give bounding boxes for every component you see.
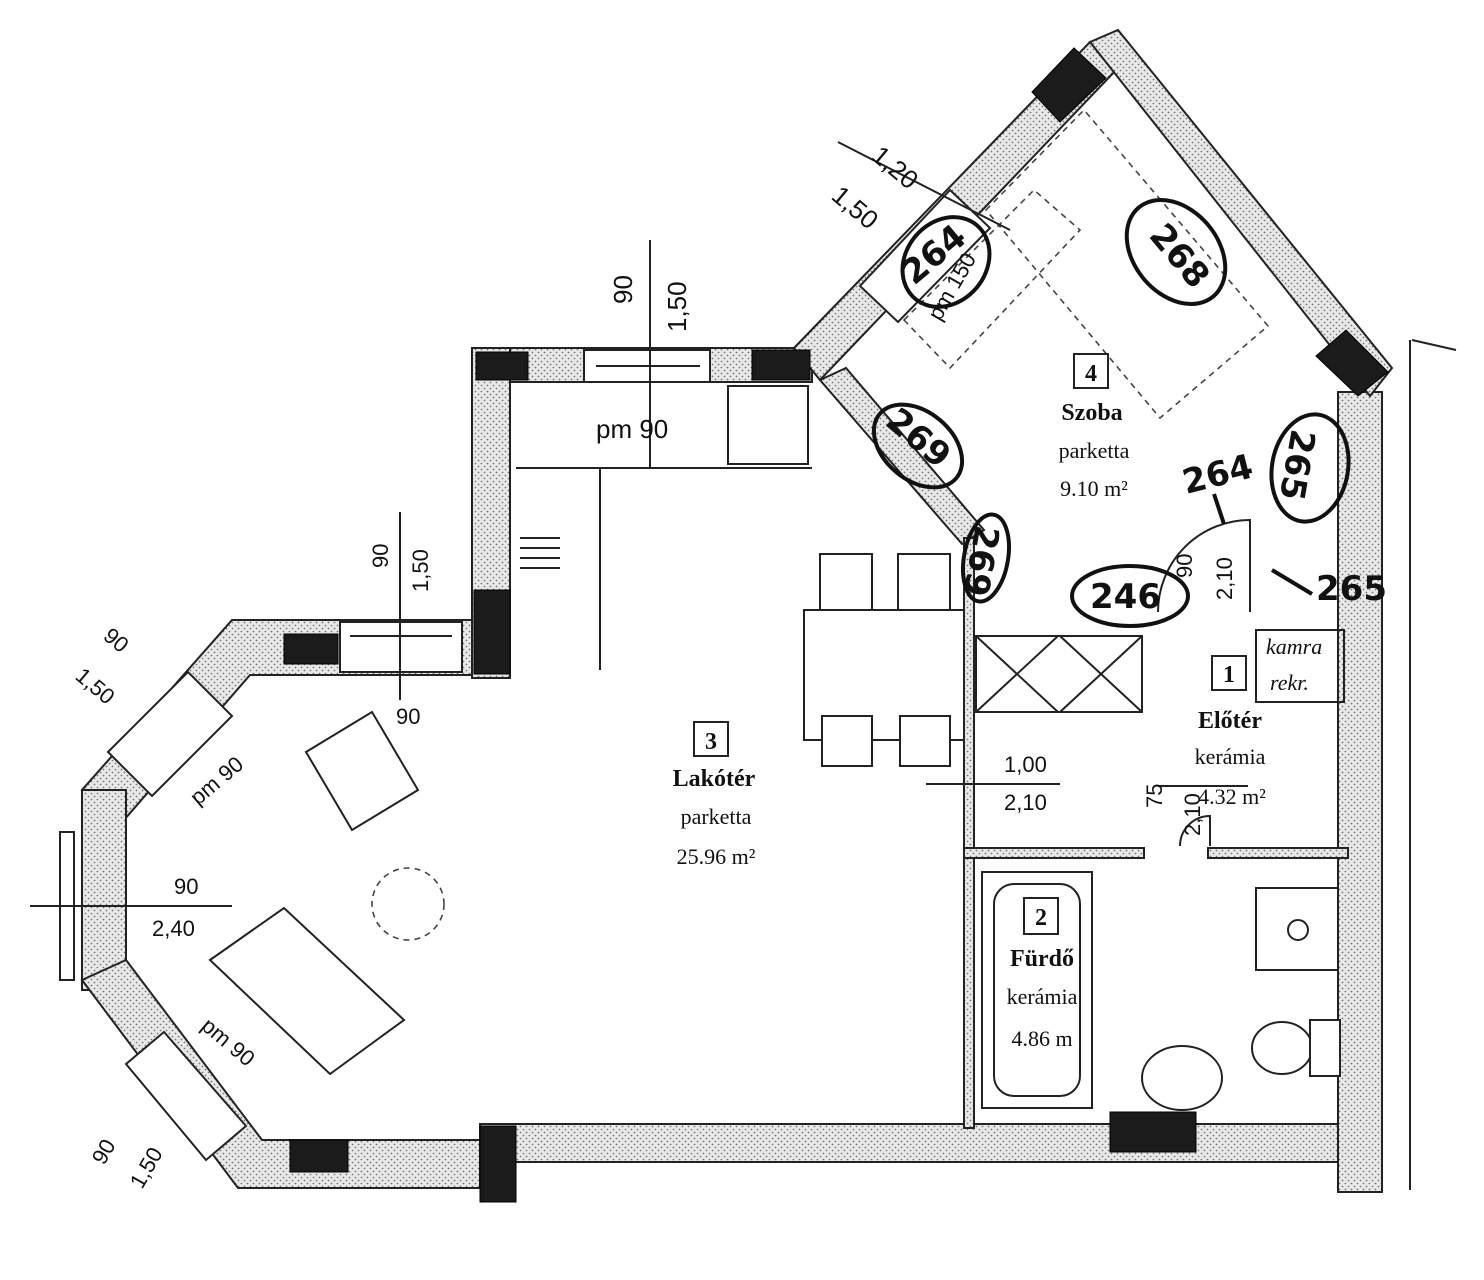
cabinet-label: kamra rekr. xyxy=(1266,634,1322,695)
dim-top-window-h: 1,50 xyxy=(662,281,692,332)
svg-text:kamra: kamra xyxy=(1266,634,1322,659)
room-name: Előtér xyxy=(1198,708,1262,734)
hand-note: 265 xyxy=(1316,569,1387,609)
dim-door-vert-w: 90 xyxy=(1172,554,1197,578)
dimension-lines xyxy=(30,141,1457,1190)
dim-diag-window-w: 1,20 xyxy=(866,140,924,196)
room-area: 4.86 m xyxy=(1011,1026,1072,1051)
dim-left-upper-h: 1,50 xyxy=(71,663,120,710)
room-area: 9.10 m² xyxy=(1060,476,1128,501)
hand-note: 246 xyxy=(1090,577,1161,617)
hand-note: 264 xyxy=(1179,447,1258,503)
dim-left-mid-h: 2,40 xyxy=(152,916,195,941)
columns xyxy=(283,47,1389,1203)
dim-door-main-w: 1,00 xyxy=(1004,752,1047,777)
dim-left-mid-w: 90 xyxy=(174,874,198,899)
dim-door-bath-h: 2,10 xyxy=(1180,793,1205,836)
room-elotér: 1 Előtér kerámia 4.32 m² xyxy=(1195,655,1266,809)
room-floor: parketta xyxy=(1059,438,1130,463)
room-number: 2 xyxy=(1035,905,1047,931)
dim-left-upper-w: 90 xyxy=(99,623,134,658)
dim-mid-window-below: 90 xyxy=(396,704,420,729)
room-area: 25.96 m² xyxy=(677,844,756,869)
room-name: Lakótér xyxy=(673,766,756,792)
dim-door-main-h: 2,10 xyxy=(1004,790,1047,815)
dim-diag-window-h: 1,50 xyxy=(826,180,884,236)
room-lakoter: 3 Lakótér parketta 25.96 m² xyxy=(673,721,756,869)
room-number: 4 xyxy=(1085,361,1097,387)
hand-note: 268 xyxy=(1141,216,1217,296)
dim-top-parapet: pm 90 xyxy=(596,414,668,444)
dim-left-lower-w: 90 xyxy=(87,1135,121,1169)
room-floor: parketta xyxy=(681,804,752,829)
dim-mid-window-w: 90 xyxy=(368,544,393,568)
room-name: Szoba xyxy=(1061,400,1122,426)
dim-left-upper-pm: pm 90 xyxy=(185,751,248,809)
dim-mid-window-h: 1,50 xyxy=(408,549,433,592)
furniture xyxy=(208,108,1345,1111)
room-area: 4.32 m² xyxy=(1198,784,1266,809)
doors xyxy=(1157,518,1251,847)
room-floor: kerámia xyxy=(1007,984,1078,1009)
svg-text:rekr.: rekr. xyxy=(1270,670,1309,695)
dim-left-lower-h: 1,50 xyxy=(125,1143,168,1193)
room-furdo: 2 Fürdő kerámia 4.86 m xyxy=(1007,897,1078,1051)
dim-top-window-w: 90 xyxy=(608,275,638,304)
room-number: 1 xyxy=(1223,662,1235,688)
room-floor: kerámia xyxy=(1195,744,1266,769)
room-number: 3 xyxy=(705,729,717,755)
dim-left-lower-pm: pm 90 xyxy=(197,1013,260,1071)
room-szoba: 4 Szoba parketta 9.10 m² xyxy=(1059,353,1130,501)
room-name: Fürdő xyxy=(1010,946,1074,972)
dim-door-bath-w: 75 xyxy=(1142,784,1167,808)
dim-door-vert-h: 2,10 xyxy=(1212,557,1237,600)
